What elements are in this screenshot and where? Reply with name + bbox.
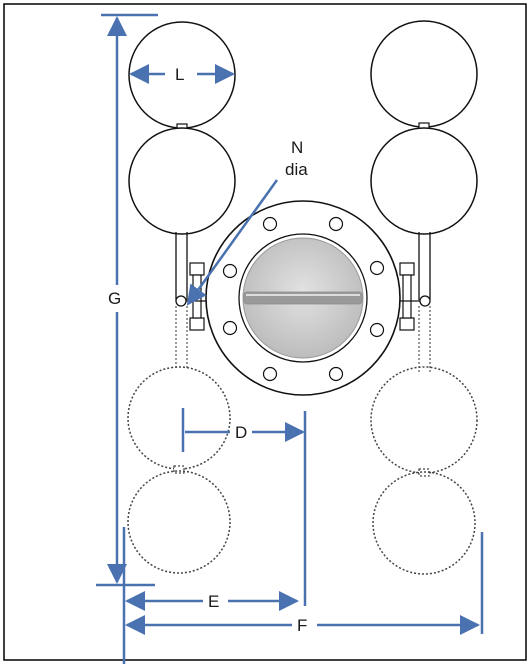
right-float-rod-dashed — [418, 306, 431, 372]
dimension-f — [125, 532, 484, 635]
dimension-g — [96, 13, 158, 587]
flange-bolt-holes — [222, 216, 385, 382]
right-float-lower — [370, 366, 478, 575]
dimension-e — [122, 527, 299, 664]
outer-border — [3, 3, 527, 661]
left-float-lower — [127, 366, 231, 574]
valve-disc — [242, 237, 364, 359]
right-float-upper — [370, 20, 478, 235]
dimension-n-leader — [186, 179, 279, 306]
left-float-rod — [175, 232, 188, 300]
left-float-rod-dashed — [175, 306, 188, 370]
label-f: F — [297, 616, 307, 635]
right-pivot-bracket — [396, 262, 431, 331]
dimension-d — [181, 408, 307, 606]
left-float-upper — [128, 21, 236, 235]
label-n: N — [291, 138, 303, 157]
right-float-rod — [418, 232, 431, 300]
label-d: D — [235, 423, 247, 442]
label-n-dia: dia — [285, 160, 308, 179]
label-e: E — [208, 592, 219, 611]
label-l: L — [175, 65, 184, 84]
label-g: G — [108, 289, 121, 308]
